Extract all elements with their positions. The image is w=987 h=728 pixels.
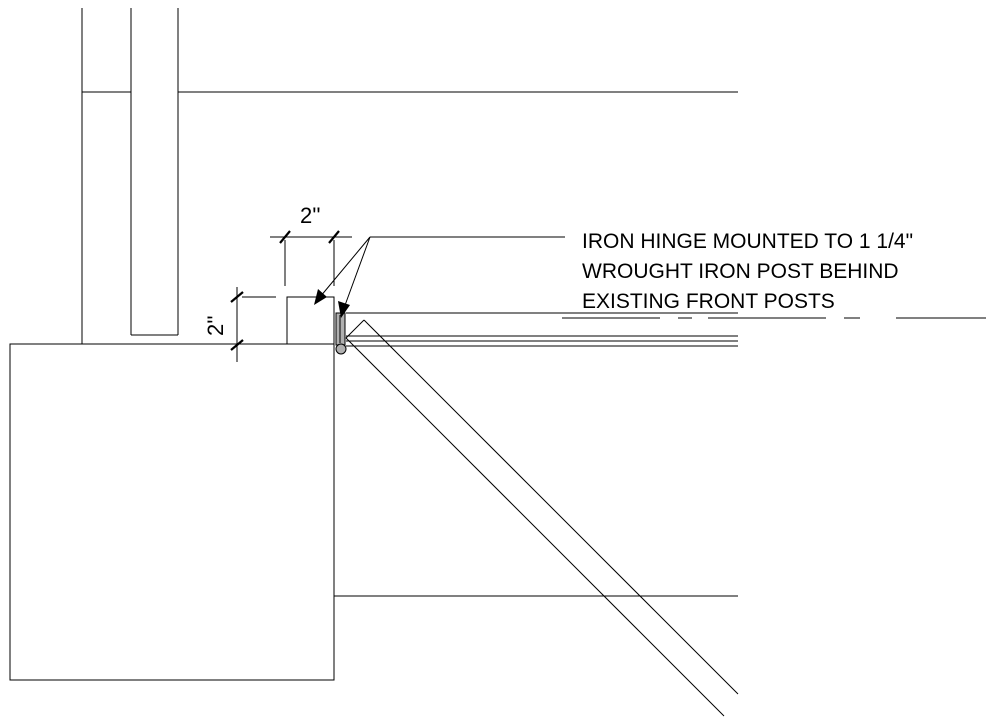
horizontal-rails xyxy=(334,312,738,597)
existing-post-block xyxy=(9,343,335,681)
dimension-width-label: 2'' xyxy=(300,203,321,228)
iron-hinge xyxy=(335,312,347,355)
callout-line-3: EXISTING FRONT POSTS xyxy=(582,290,835,313)
vertical-dimension: 2'' xyxy=(203,287,276,362)
horizontal-dimension: 2'' xyxy=(270,203,352,286)
swinging-gate xyxy=(345,319,739,717)
callout-line-1: IRON HINGE MOUNTED TO 1 1/4" xyxy=(582,230,913,253)
callout-leader xyxy=(314,236,738,318)
small-post xyxy=(286,296,335,345)
callout-line-2: WROUGHT IRON POST BEHIND xyxy=(582,260,899,283)
dimension-height-label: 2'' xyxy=(203,315,228,336)
callout-note: IRON HINGE MOUNTED TO 1 1/4" WROUGHT IRO… xyxy=(582,230,913,313)
upper-wall-frame xyxy=(81,8,738,344)
